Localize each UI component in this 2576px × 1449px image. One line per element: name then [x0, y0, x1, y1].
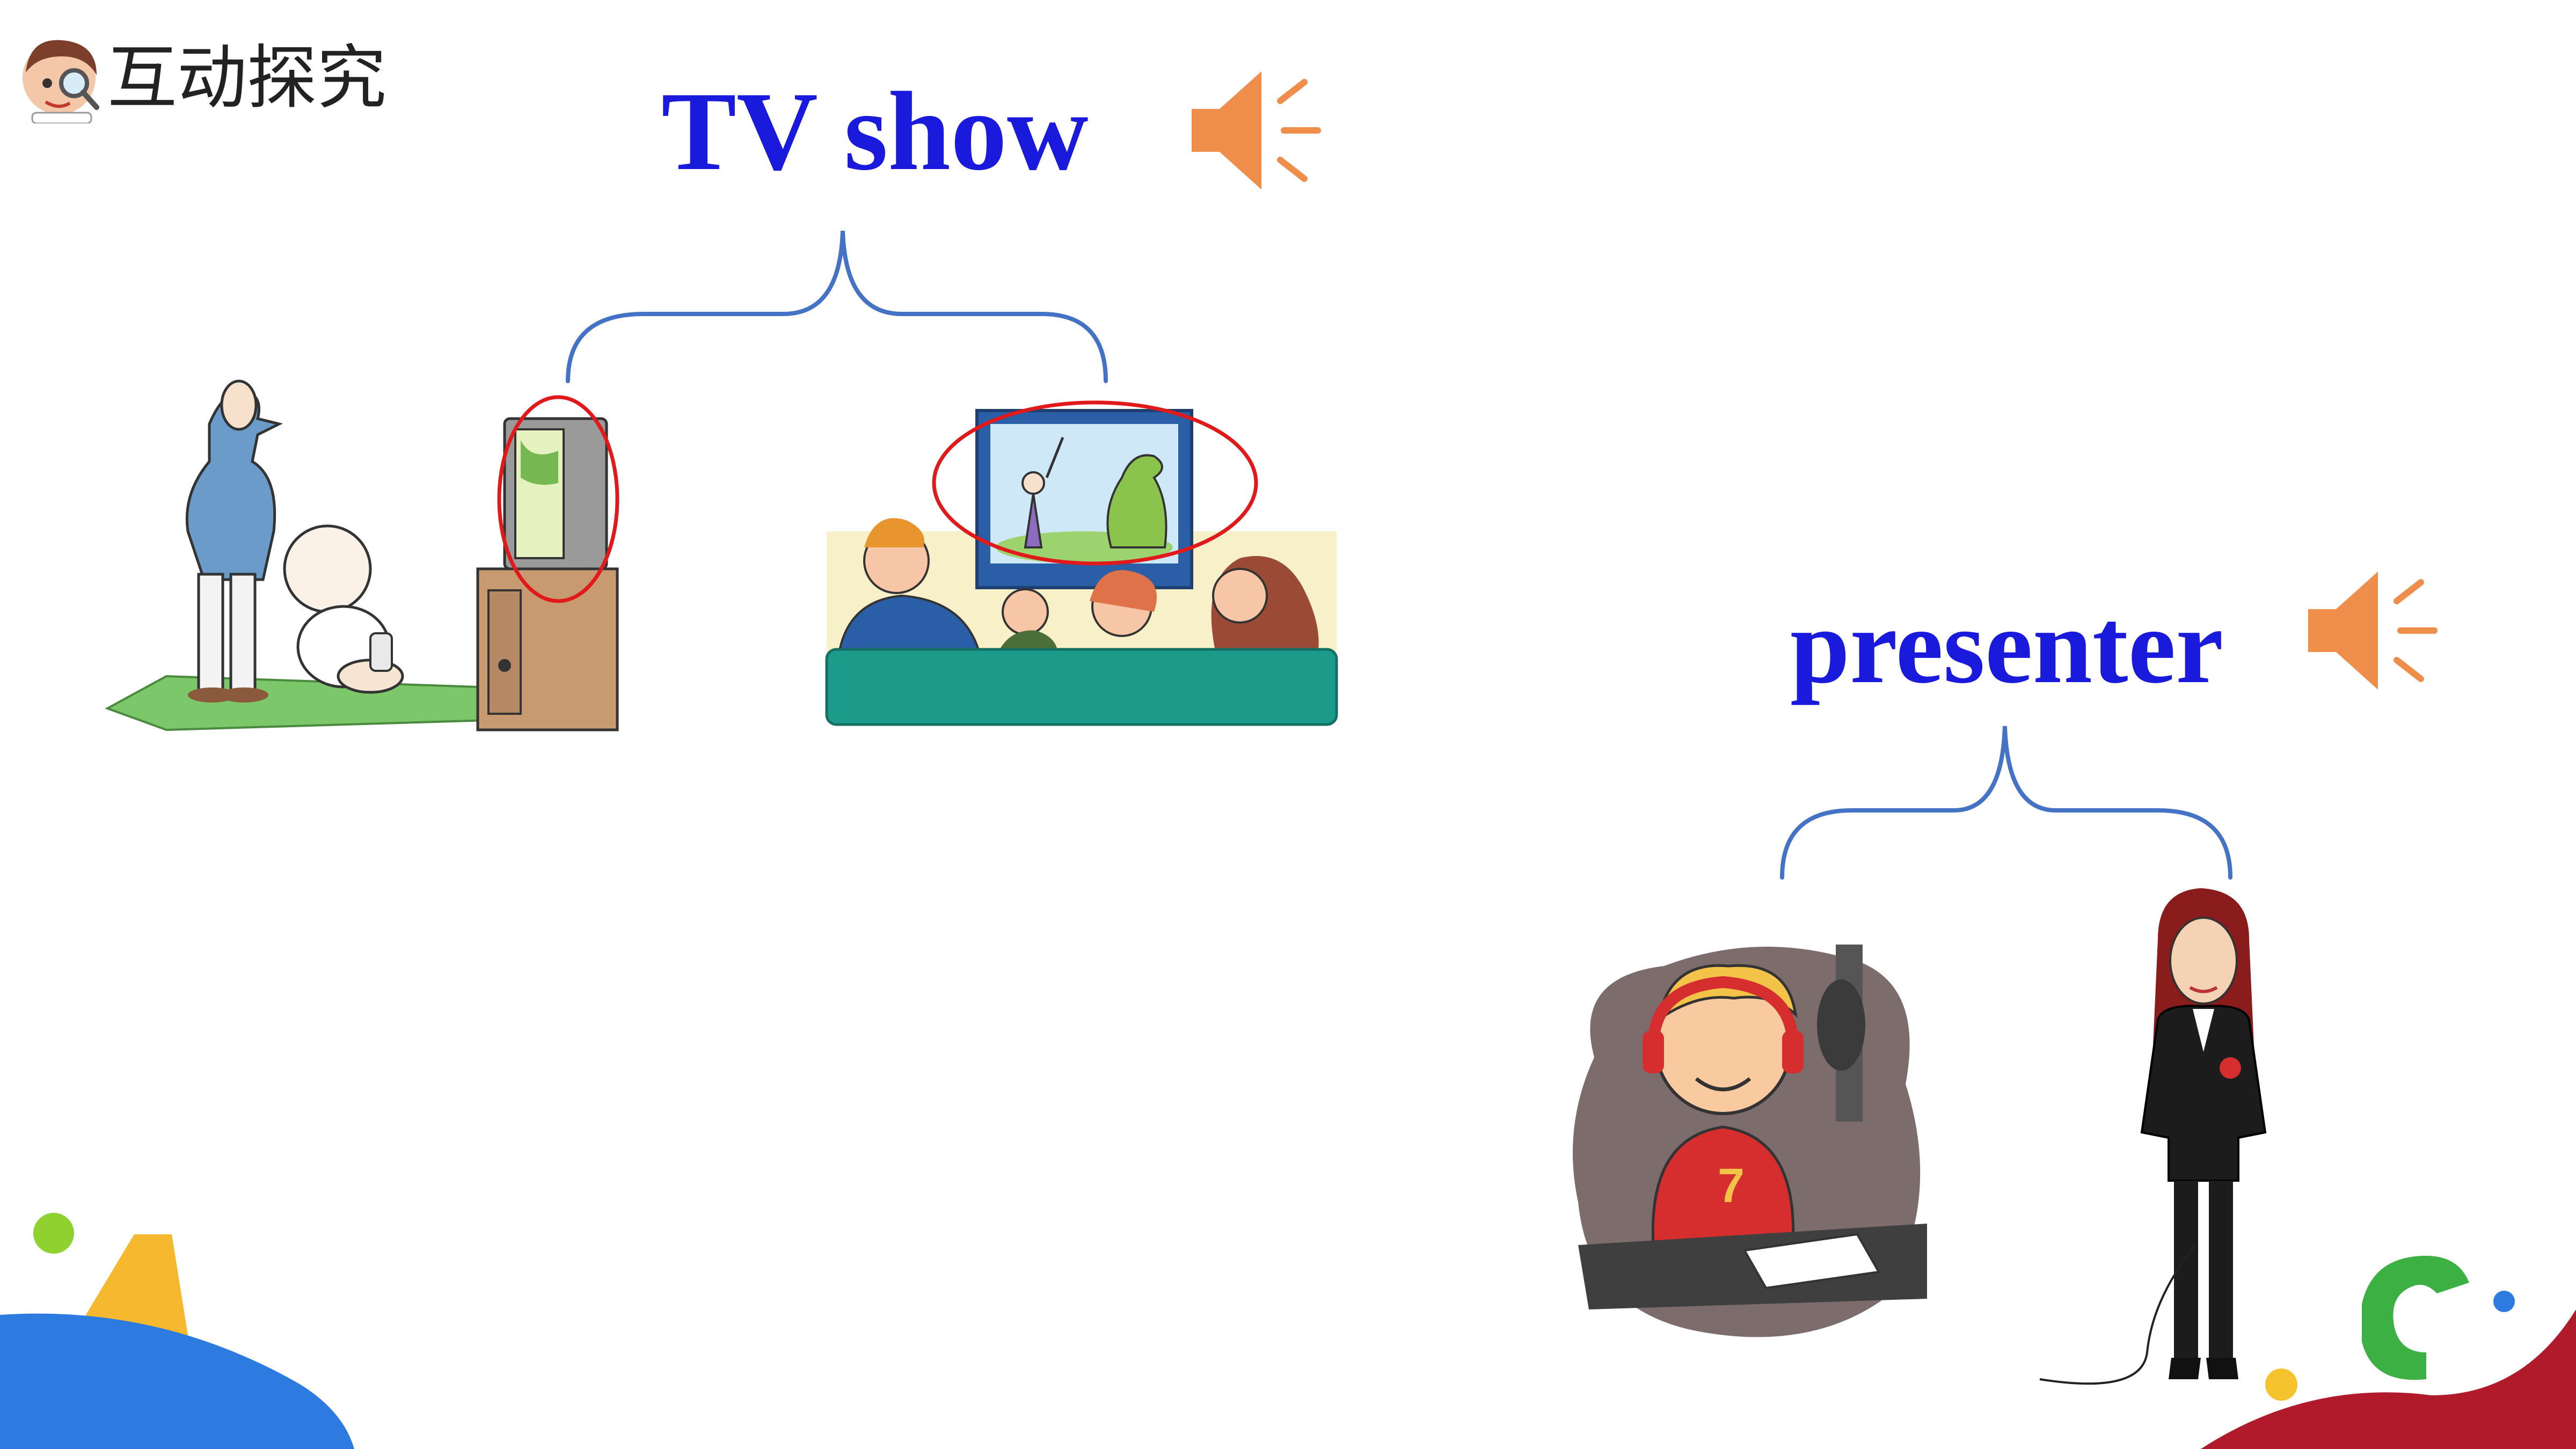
speaker-icon[interactable] [2303, 564, 2442, 698]
illustration-tv-presenter [2039, 888, 2267, 1385]
brace-connector-1 [566, 230, 1108, 383]
decorative-corner-right [2201, 1256, 2576, 1449]
decorative-corner-left [0, 1213, 354, 1449]
brace-connector-2 [1780, 726, 2232, 880]
illustration-family-watching-show [825, 400, 1338, 726]
vocab-word-presenter: presenter [1790, 587, 2224, 706]
vocab-word-tv-show: TV show [661, 69, 1089, 194]
illustration-radio-presenter: 7 [1573, 945, 1927, 1337]
page-title: 互动探究 [107, 37, 387, 119]
student-magnifier-icon [23, 40, 99, 123]
illustration-child-watching-tv [105, 379, 619, 731]
svg-text:7: 7 [1718, 1159, 1745, 1213]
header: 互动探究 [16, 21, 456, 123]
speaker-icon[interactable] [1186, 63, 1326, 197]
